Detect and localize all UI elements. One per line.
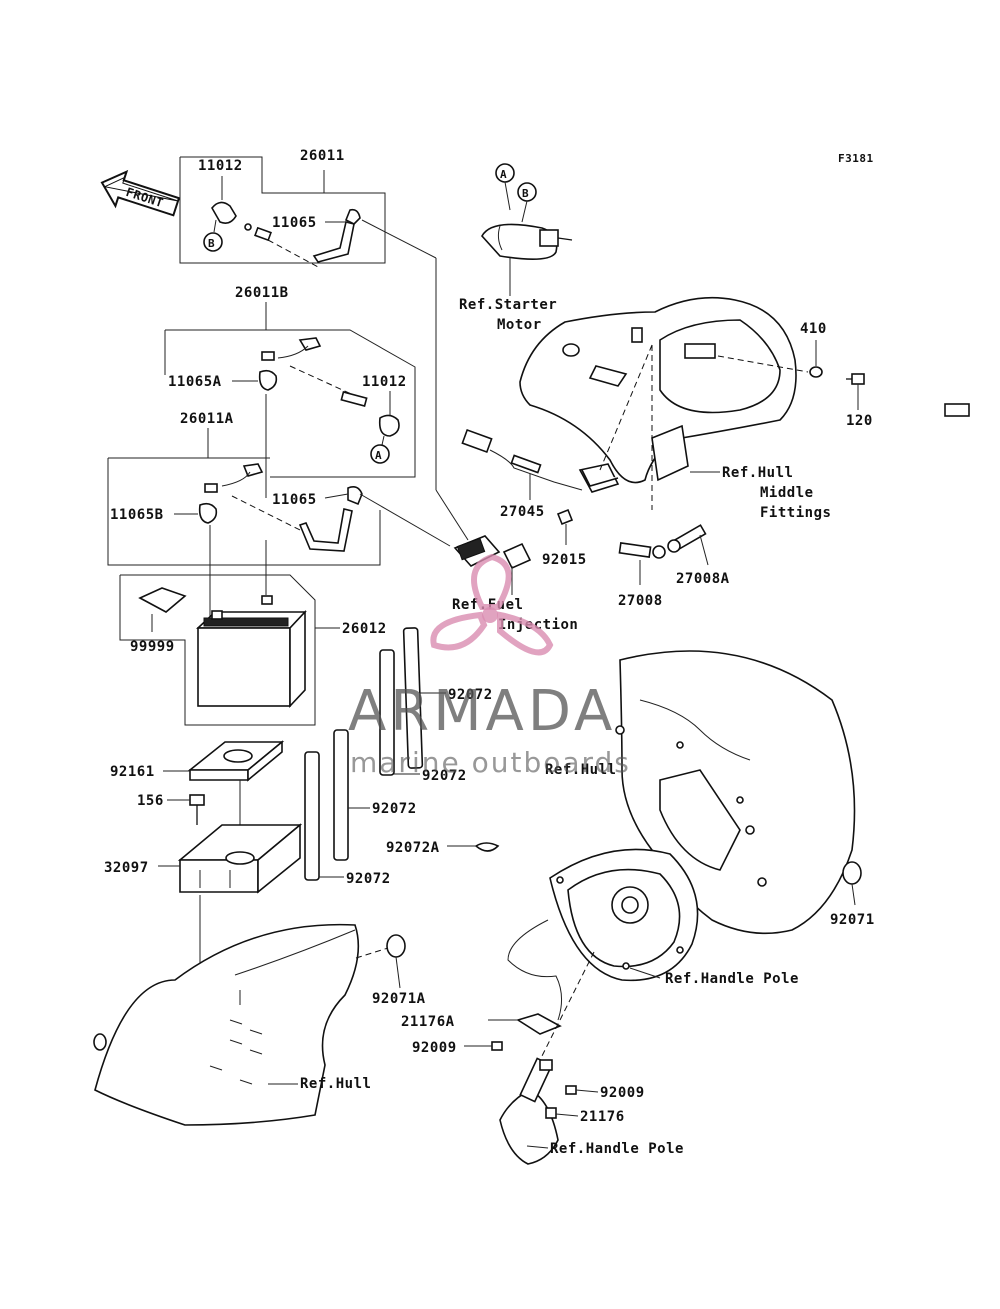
terminal-cover-11065B: [198, 502, 218, 524]
handle-pole-base: [499, 1057, 559, 1165]
battery-case-32097: [177, 823, 303, 894]
label-11065-mid: 11065: [272, 492, 317, 508]
label-26012: 26012: [342, 621, 387, 637]
battery-tray-92161: [187, 740, 285, 782]
label-92072-b: 92072: [422, 768, 467, 784]
ref-hull-mid-1: Ref.Hull: [722, 465, 793, 481]
ref-hull-mid-3: Fittings: [760, 505, 831, 521]
callout-b-starter: B: [517, 182, 537, 223]
strap-92072-c: [333, 729, 349, 861]
label-120: 120: [846, 413, 873, 429]
strap-92072-b: [379, 649, 395, 776]
front-arrow: FRONT: [100, 169, 181, 217]
bag-99999: [138, 587, 187, 613]
clip-92072A: [474, 842, 500, 852]
watermark-tagline: marine outboards: [350, 746, 631, 779]
label-11065A: 11065A: [168, 374, 222, 390]
propeller-logo: [430, 553, 554, 656]
battery-cable-26011: [254, 208, 361, 269]
label-26011B: 26011B: [235, 285, 289, 301]
wire-21176A: [507, 919, 562, 1035]
wire-harness-27045: [461, 428, 620, 493]
ref-starter-2: Motor: [497, 317, 542, 333]
ref-hull-mid-2: Middle: [760, 485, 814, 501]
label-92161: 92161: [110, 764, 155, 780]
ref-handle-pole-1: Ref.Handle Pole: [665, 971, 799, 987]
label-99999: 99999: [130, 639, 175, 655]
key-27008A: [667, 524, 707, 553]
label-92072-a: 92072: [448, 687, 493, 703]
label-11012-top: 11012: [198, 158, 243, 174]
clip-92015: [556, 508, 574, 526]
hull-middle-fittings: [519, 296, 970, 484]
figure-code: F3181: [838, 152, 874, 165]
ref-hull-bottom: Ref.Hull: [300, 1076, 371, 1092]
label-156: 156: [137, 793, 164, 809]
label-21176: 21176: [580, 1109, 625, 1125]
battery-cable-26011A: [204, 463, 363, 552]
label-11012-mid: 11012: [362, 374, 407, 390]
strap-92072-d: [304, 751, 320, 881]
label-92072-c: 92072: [372, 801, 417, 817]
label-27008: 27008: [618, 593, 663, 609]
terminal-cover-11065A: [258, 369, 278, 391]
label-26011A: 26011A: [180, 411, 234, 427]
label-92009-a: 92009: [412, 1040, 457, 1056]
strap-92072-a: [402, 627, 424, 769]
screw-120: [846, 373, 865, 385]
svg-text:A: A: [375, 449, 382, 462]
label-27045: 27045: [500, 504, 545, 520]
starter-motor: [481, 223, 573, 260]
callout-a-top: A: [495, 163, 515, 211]
label-92071A: 92071A: [372, 991, 426, 1007]
battery-26012: [195, 595, 307, 709]
label-92072-d: 92072: [346, 871, 391, 887]
label-410: 410: [800, 321, 827, 337]
callout-b-top: B: [203, 219, 223, 252]
watermark-brand: ARMADA: [348, 679, 616, 744]
label-21176A: 21176A: [401, 1014, 455, 1030]
label-92071: 92071: [830, 912, 875, 928]
fuel-injection-relay: [453, 535, 532, 570]
screw-92009-a: [491, 1041, 503, 1051]
clamp-21176: [545, 1107, 557, 1119]
handle-pole-plate: [549, 848, 699, 982]
bolt-156: [189, 794, 205, 825]
label-26011: 26011: [300, 148, 345, 164]
battery-cable-26011B: [261, 337, 400, 437]
label-27008A: 27008A: [676, 571, 730, 587]
ref-handle-pole-2: Ref.Handle Pole: [550, 1141, 684, 1157]
label-92072A: 92072A: [386, 840, 440, 856]
key-27008: [618, 542, 666, 559]
label-32097: 32097: [104, 860, 149, 876]
label-92009-b: 92009: [600, 1085, 645, 1101]
label-11065-top: 11065: [272, 215, 317, 231]
terminal-cap-11012-top: [211, 201, 252, 231]
label-92015: 92015: [542, 552, 587, 568]
watermark: ARMADA marine outboards: [348, 553, 631, 779]
grommet-92071A: [386, 934, 406, 958]
callout-a-mid: A: [370, 435, 390, 464]
washer-410: [809, 366, 823, 378]
svg-text:B: B: [208, 237, 215, 250]
ref-starter-1: Ref.Starter: [459, 297, 557, 313]
hull-bottom-left: [93, 923, 360, 1126]
screw-92009-b: [565, 1085, 577, 1095]
label-11065B: 11065B: [110, 507, 164, 523]
svg-text:A: A: [500, 168, 507, 181]
ref-hull-right: Ref.Hull: [545, 762, 616, 778]
svg-text:B: B: [522, 187, 529, 200]
grommet-92071: [842, 861, 862, 885]
